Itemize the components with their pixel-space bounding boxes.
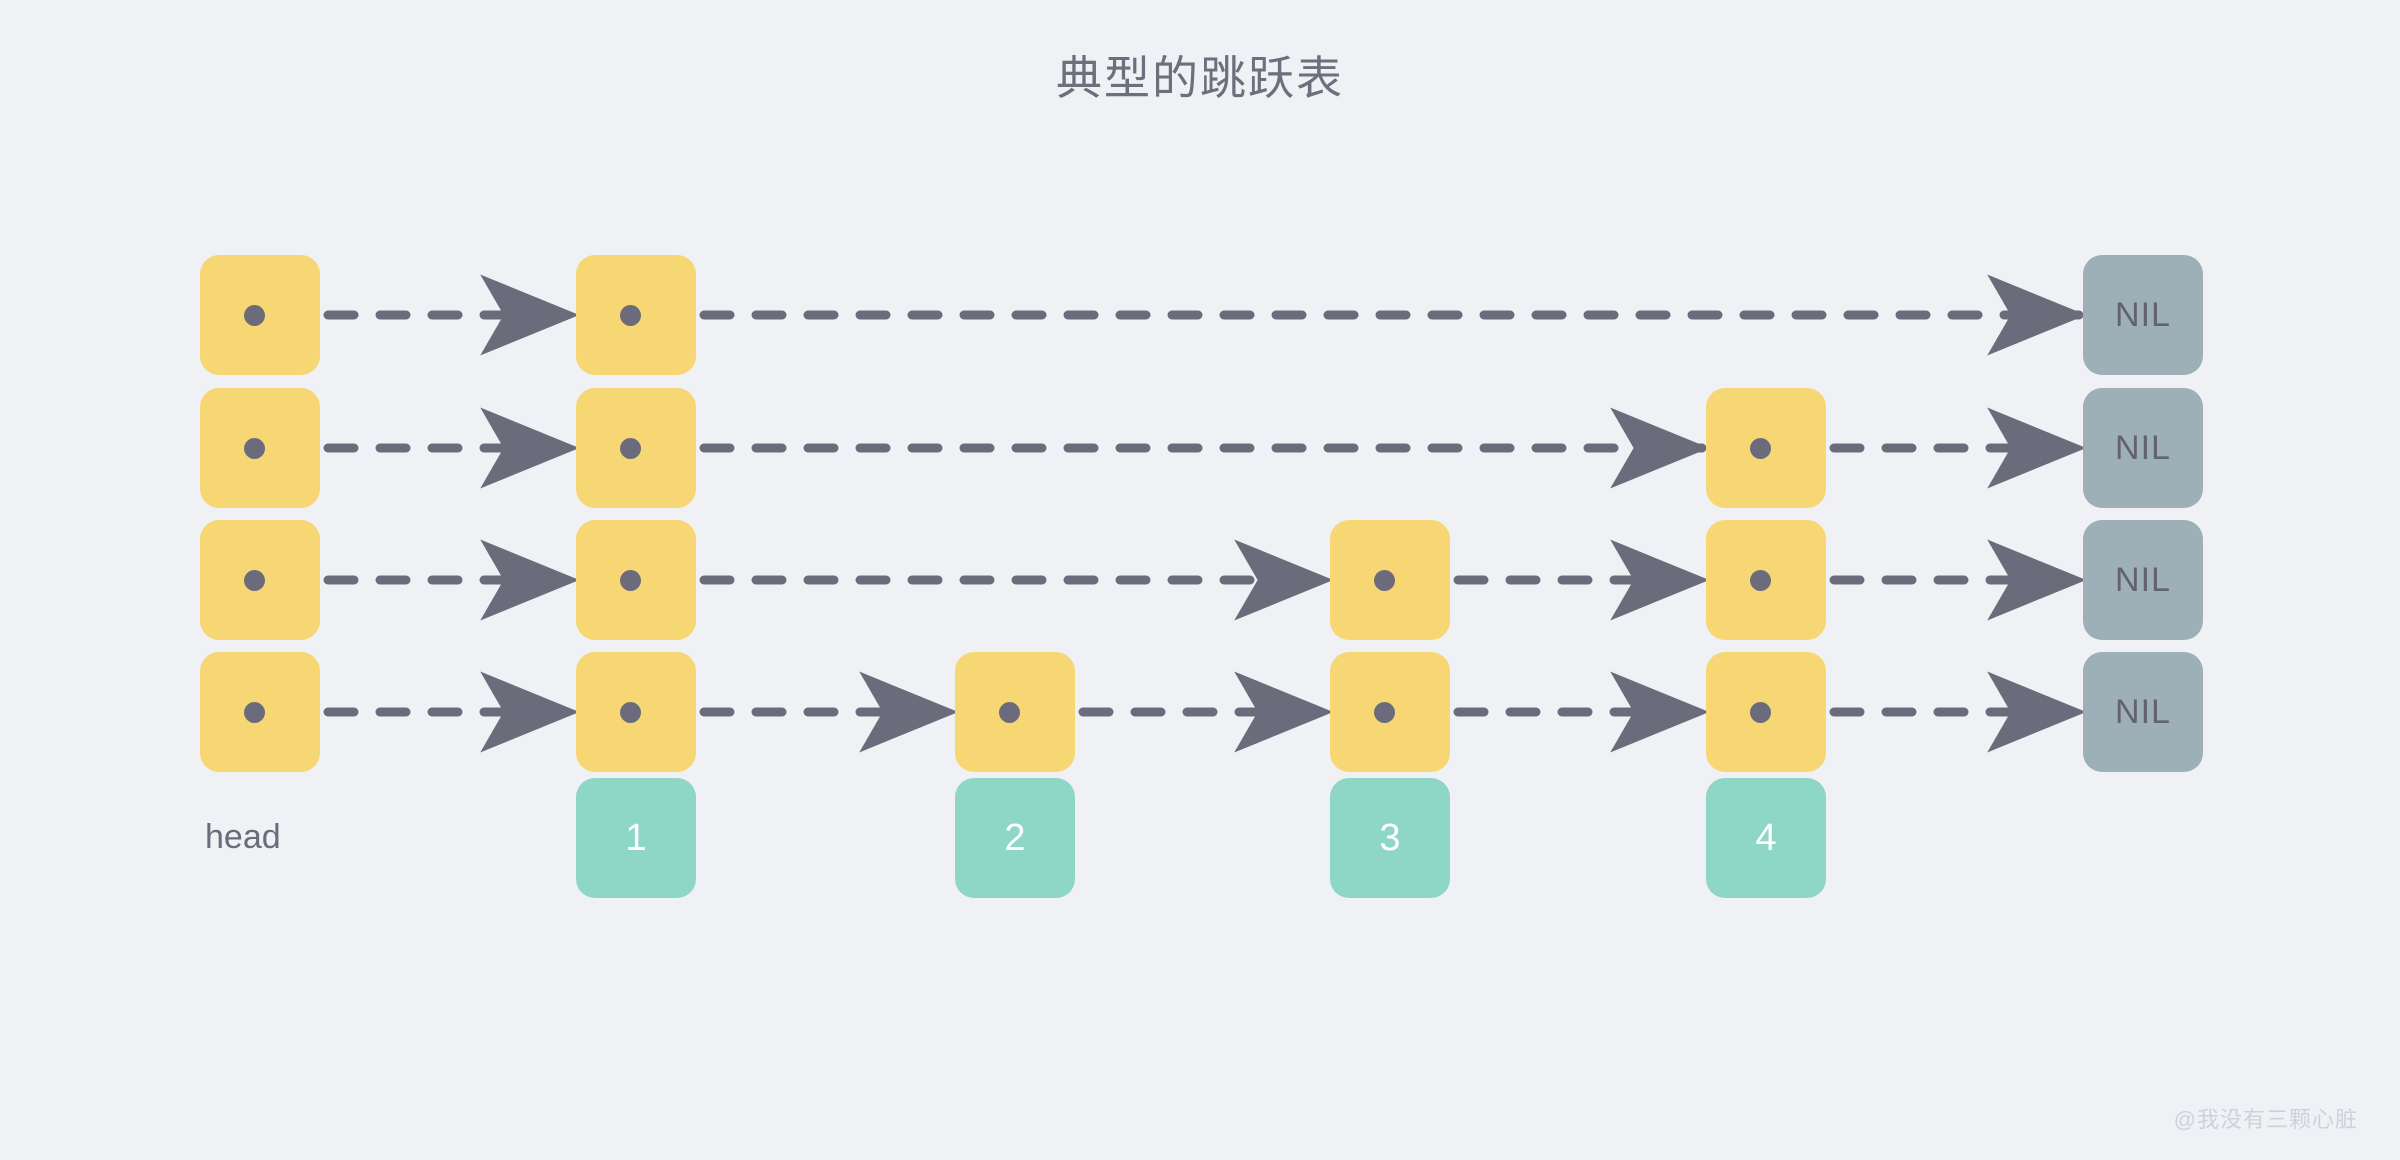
pointer-dot-icon	[1750, 570, 1771, 591]
pointer-dot-icon	[620, 702, 641, 723]
pointer-dot-icon	[1750, 702, 1771, 723]
nil-terminator-level-4: NIL	[2083, 652, 2203, 772]
pointer-dot-icon	[244, 702, 265, 723]
skip-node-n1-level-1	[576, 255, 696, 375]
skip-node-head-level-2	[200, 388, 320, 508]
skip-node-head-level-1	[200, 255, 320, 375]
skip-node-n4-level-2	[1706, 388, 1826, 508]
pointer-dot-icon	[620, 438, 641, 459]
skip-node-n3-level-3	[1330, 520, 1450, 640]
skip-node-n2-level-4	[955, 652, 1075, 772]
skip-node-head-level-4	[200, 652, 320, 772]
pointer-dot-icon	[999, 702, 1020, 723]
watermark: @我没有三颗心脏	[2173, 1107, 2358, 1132]
skip-node-head-level-3	[200, 520, 320, 640]
pointer-dot-icon	[1374, 702, 1395, 723]
skip-node-n1-level-2	[576, 388, 696, 508]
pointer-dot-icon	[244, 305, 265, 326]
nil-terminator-level-1: NIL	[2083, 255, 2203, 375]
pointer-dot-icon	[1750, 438, 1771, 459]
pointer-dot-icon	[620, 570, 641, 591]
head-label: head	[205, 818, 281, 856]
skip-node-n3-level-4	[1330, 652, 1450, 772]
nil-terminator-level-2: NIL	[2083, 388, 2203, 508]
skip-node-n4-level-3	[1706, 520, 1826, 640]
node-value-3: 3	[1330, 778, 1450, 898]
node-value-1: 1	[576, 778, 696, 898]
node-value-4: 4	[1706, 778, 1826, 898]
pointer-dot-icon	[244, 570, 265, 591]
node-value-2: 2	[955, 778, 1075, 898]
pointer-dot-icon	[1374, 570, 1395, 591]
pointer-dot-icon	[620, 305, 641, 326]
skip-node-n1-level-4	[576, 652, 696, 772]
skip-node-n1-level-3	[576, 520, 696, 640]
nil-terminator-level-3: NIL	[2083, 520, 2203, 640]
pointer-dot-icon	[244, 438, 265, 459]
skip-node-n4-level-4	[1706, 652, 1826, 772]
page-title: 典型的跳跃表	[1056, 52, 1344, 104]
